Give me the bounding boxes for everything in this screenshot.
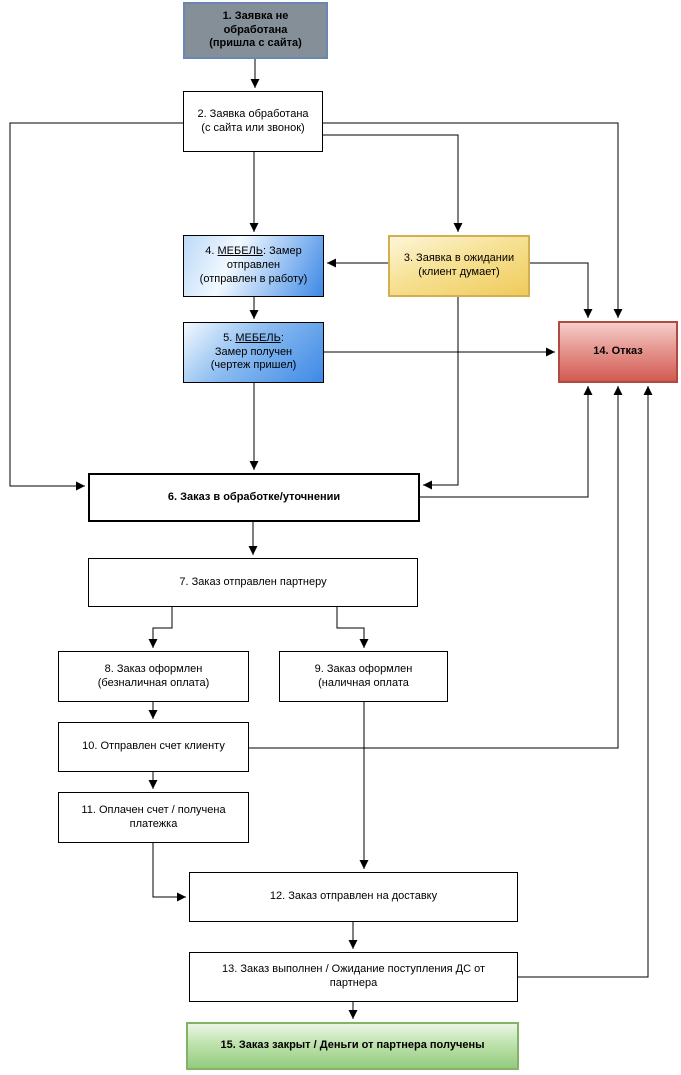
node-9-order-placed-cash: 9. Заказ оформлен (наличная оплата (279, 651, 448, 702)
node-label: 7. Заказ отправлен партнеру (179, 575, 327, 588)
node-1-request-not-processed: 1. Заявка не обработана (пришла с сайта) (183, 2, 328, 59)
node-label: 15. Заказ закрыт / Деньги от партнера по… (220, 1039, 485, 1052)
node-label: 6. Заказ в обработке/уточнении (167, 490, 341, 503)
node-label: 12. Заказ отправлен на доставку (269, 890, 438, 903)
node-13-order-completed-awaiting-funds: 13. Заказ выполнен / Ожидание поступлени… (189, 952, 518, 1002)
node-label: 5. МЕБЕЛЬ: Замер получен (чертеж пришел) (210, 331, 297, 372)
node-14-rejection: 14. Отказ (558, 321, 678, 383)
node-2-request-processed: 2. Заявка обработана (с сайта или звонок… (183, 91, 323, 152)
node-label: 3. Заявка в ожидании (клиент думает) (403, 252, 515, 278)
node-label: 13. Заказ выполнен / Ожидание поступлени… (221, 963, 485, 989)
edge-2-3 (323, 134, 463, 232)
node-label: 10. Отправлен счет клиенту (82, 740, 225, 753)
node-label: 14. Отказ (593, 345, 643, 358)
node-8-order-placed-cashless: 8. Заказ оформлен (безналичная оплата) (58, 651, 249, 702)
edge-11-12 (152, 843, 186, 902)
edge-3-6 (423, 297, 459, 490)
node-label: 2. Заявка обработана (с сайта или звонок… (197, 107, 309, 134)
node-11-invoice-paid: 11. Оплачен счет / получена платежка (58, 792, 249, 843)
node-7-order-sent-to-partner: 7. Заказ отправлен партнеру (88, 558, 418, 607)
edge-2-14 (323, 122, 623, 318)
node-15-order-closed-money-received: 15. Заказ закрыт / Деньги от партнера по… (186, 1022, 519, 1070)
node-label: 9. Заказ оформлен (наличная оплата (314, 662, 413, 689)
node-10-invoice-sent-to-client: 10. Отправлен счет клиенту (58, 722, 249, 772)
edge-3-14 (530, 262, 593, 318)
edge-6-14 (420, 386, 593, 498)
node-label: 11. Оплачен счет / получена платежка (81, 803, 226, 830)
edge-7-9 (336, 607, 369, 648)
node-3-request-waiting: 3. Заявка в ожидании (клиент думает) (388, 235, 530, 297)
node-label: 8. Заказ оформлен (безналичная оплата) (97, 662, 210, 689)
edge-10-14 (249, 386, 623, 749)
node-label: 1. Заявка не обработана (пришла с сайта) (209, 9, 302, 50)
node-12-order-sent-for-delivery: 12. Заказ отправлен на доставку (189, 872, 518, 922)
node-6-order-processing-clarification: 6. Заказ в обработке/уточнении (88, 473, 420, 522)
node-5-furniture-measure-received: 5. МЕБЕЛЬ: Замер получен (чертеж пришел) (183, 322, 324, 383)
node-4-furniture-measure-sent: 4. МЕБЕЛЬ: Замер отправлен (отправлен в … (183, 235, 324, 297)
edge-7-8 (148, 607, 173, 648)
node-label: 4. МЕБЕЛЬ: Замер отправлен (отправлен в … (199, 245, 308, 285)
edge-13-14 (518, 386, 653, 978)
edge-2-6 (9, 122, 183, 491)
